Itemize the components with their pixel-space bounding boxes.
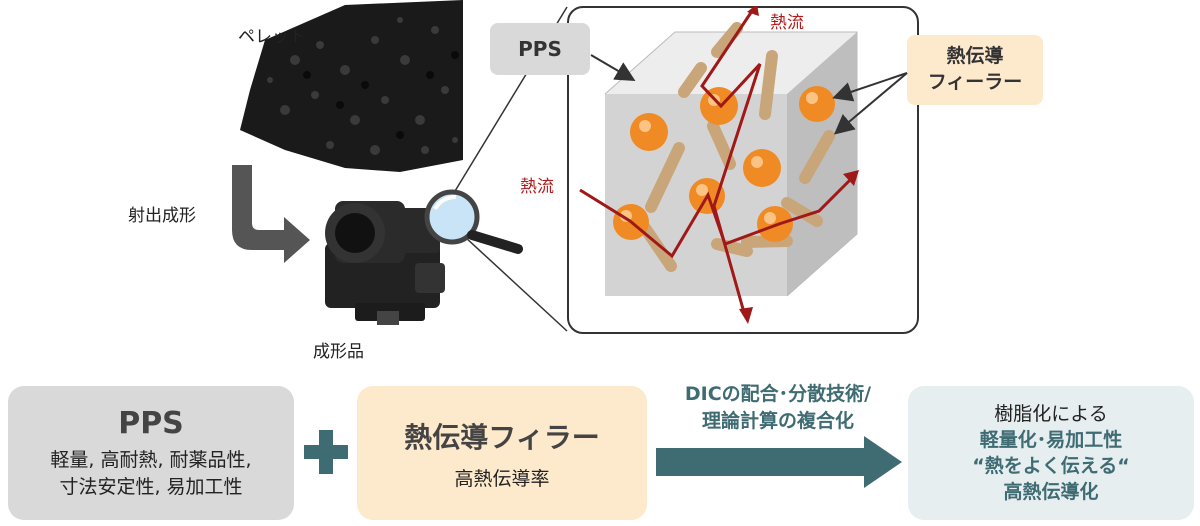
pps-title: PPS [118,405,184,441]
molded-part-image [325,201,445,325]
fiber [759,50,778,120]
pps-desc-line1: 軽量, 高耐熱, 耐薬品性, [50,448,252,471]
pellet-label: ペレット [238,27,306,47]
heat-flow-paths [579,7,854,317]
filler-tag-line1: 熱伝導 [946,45,1004,68]
plus-icon [304,430,348,474]
pps-box: PPS 軽量, 高耐熱, 耐薬品性, 寸法安定性, 易加工性 [8,386,294,520]
fiber [711,22,743,58]
fiber [799,130,835,184]
filler-title: 熱伝導フィラー [404,420,600,454]
product-label: 成形品 [313,342,364,362]
result-line3: “熱をよく伝える“ [972,455,1130,477]
technology-text: DICの配合･分散技術/ 理論計算の複合化 [652,381,904,434]
result-box: 樹脂化による 軽量化･易加工性 “熱をよく伝える“ 高熱伝導化 [908,386,1194,520]
result-line4: 高熱伝導化 [1003,481,1099,504]
fiber [707,120,736,170]
pps-desc-line2: 寸法安定性, 易加工性 [59,475,243,498]
heat-flow-label-top: 熱流 [770,13,804,33]
fiber [678,62,707,98]
heat-flow-path [700,7,762,317]
molding-arrow [232,165,310,263]
microstructure-cube [579,6,859,324]
heat-flow-label-left: 熱流 [520,177,554,197]
magnifier-icon [424,189,523,254]
pellet-image [240,0,463,172]
fiber [639,222,677,272]
heat-flow-arrowheads [739,6,859,324]
pps-tag: PPS [490,23,590,75]
fiber-fillers [639,22,835,272]
tech-line1: DICの配合･分散技術/ [684,383,872,405]
filler-tag: 熱伝導 フィーラー [907,35,1043,105]
fiber [781,197,823,227]
filler-tag-line2: フィーラー [927,71,1023,93]
fiber [711,238,753,257]
fiber [645,142,685,213]
result-line1: 樹脂化による [994,402,1108,425]
molding-label: 射出成形 [128,206,196,226]
result-line2: 軽量化･易加工性 [979,428,1123,451]
filler-desc: 高熱伝導率 [454,467,550,490]
filler-box: 熱伝導フィラー 高熱伝導率 [357,386,647,520]
sphere [630,113,668,151]
tech-line2: 理論計算の複合化 [701,409,854,432]
result-arrow [656,436,902,488]
